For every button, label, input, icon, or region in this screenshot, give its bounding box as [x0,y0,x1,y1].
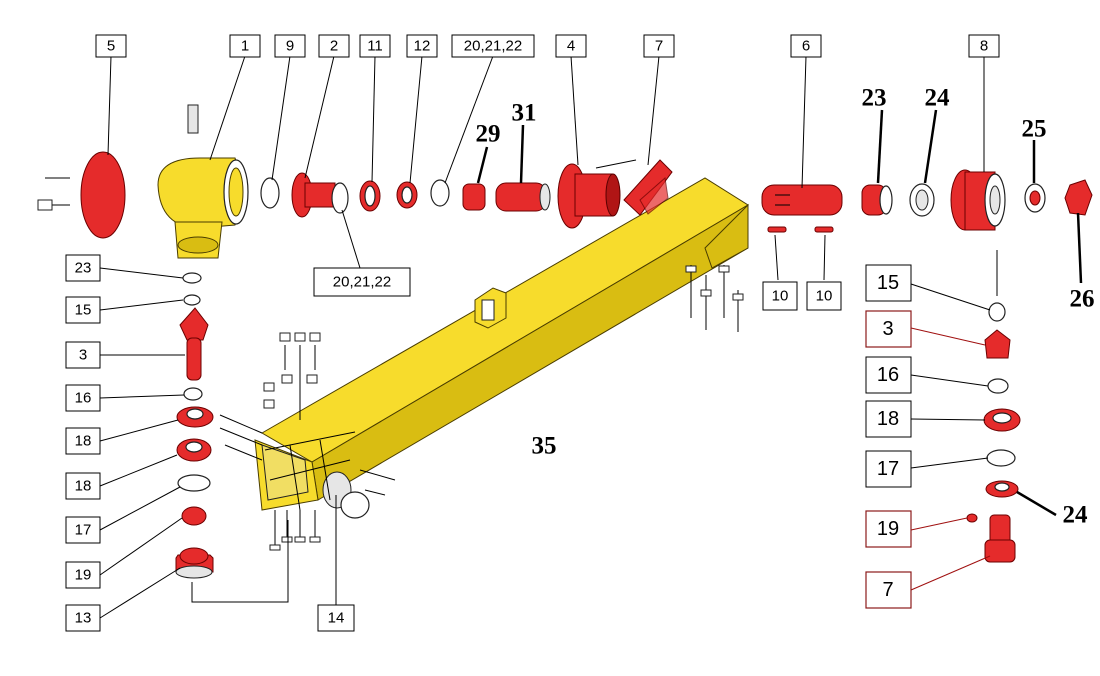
callout-8-text: 8 [980,38,988,55]
callout-3-left: 3 [65,341,101,369]
callout-14-text: 14 [328,610,345,627]
main-beam [254,177,749,519]
part-5-cover [37,151,126,239]
callout-2: 2 [318,34,350,58]
callout-15-left-text: 15 [75,302,92,319]
top-row-bearings [260,172,551,218]
bold-label-25: 25 [1022,116,1047,143]
callout-7-top-text: 7 [655,38,663,55]
callout-4-text: 4 [567,38,575,55]
callout-10-b: 10 [806,281,842,311]
callout-19-left-text: 19 [75,567,92,584]
callout-15-right: 15 [865,264,912,302]
callout-17-right: 17 [865,450,912,488]
bold-label-29: 29 [476,121,501,148]
callout-17-left: 17 [65,516,101,544]
callout-20-21-22-top: 20,21,22 [451,34,535,58]
bold-label-24-right: 24 [1063,502,1089,529]
callout-12: 12 [406,34,438,58]
callout-14: 14 [317,604,355,632]
far-end-bolts [685,265,744,332]
callout-16-right: 16 [865,356,912,394]
callout-16-left: 16 [65,384,101,412]
callout-12-text: 12 [414,38,431,55]
callout-10-a-text: 10 [772,288,789,305]
callout-15-right-text: 15 [877,272,899,294]
callout-3-right-text: 3 [882,318,893,340]
callout-15-left: 15 [65,296,101,324]
bold-label-35: 35 [532,433,557,460]
callout-10-a: 10 [762,281,798,311]
callout-7-right-text: 7 [882,579,893,601]
callout-10-b-text: 10 [816,288,833,305]
callout-19-right-text: 19 [877,518,899,540]
callout-11-text: 11 [367,38,383,55]
callout-20-21-22-top-text: 20,21,22 [464,38,522,55]
callout-20-21-22-bottom: 20,21,22 [313,267,411,297]
callout-18-right-text: 18 [877,408,899,430]
callout-19-right: 19 [865,510,912,548]
callout-18-left-b: 18 [65,472,101,500]
callout-2-text: 2 [330,38,338,55]
callout-16-right-text: 16 [877,364,899,386]
callout-4: 4 [555,34,587,58]
callout-6-text: 6 [802,38,810,55]
right-top-bearings [861,169,1093,231]
leader-lines [99,55,1083,619]
callout-19-left: 19 [65,561,101,589]
callout-8: 8 [968,34,1000,58]
left-vertical-stack [175,272,289,603]
callout-9-text: 9 [286,38,294,55]
right-vertical-stack [966,250,1021,563]
callout-13-text: 13 [75,610,92,627]
bold-label-24-top: 24 [925,85,951,112]
callout-7-top: 7 [643,34,675,58]
callout-23-left-text: 23 [75,260,92,277]
near-end-bolts [219,332,396,551]
callout-16-left-text: 16 [75,390,92,407]
part-6-shaft [761,184,843,233]
callout-1: 1 [229,34,261,58]
part-7-coupling [623,159,673,216]
callout-18-left-b-text: 18 [75,478,92,495]
callout-18-left-a-text: 18 [75,433,92,450]
callout-13: 13 [65,604,101,632]
callout-3-left-text: 3 [79,347,87,364]
callout-18-left-a: 18 [65,427,101,455]
bold-label-23: 23 [862,85,887,112]
callout-5-text: 5 [107,38,115,55]
callout-23-left: 23 [65,254,101,282]
callout-6: 6 [790,34,822,58]
callout-17-right-text: 17 [877,458,899,480]
callout-5: 5 [95,34,127,58]
callout-17-left-text: 17 [75,522,92,539]
part-4-flange [557,159,637,229]
bold-label-31: 31 [512,100,537,127]
callout-11: 11 [359,34,391,58]
callout-1-text: 1 [241,38,249,55]
callout-20-21-22-bottom-text: 20,21,22 [333,274,391,291]
callout-7-right: 7 [865,571,912,609]
part-1-gear-housing [157,104,249,259]
callout-18-right: 18 [865,400,912,438]
callout-9: 9 [274,34,306,58]
callout-3-right: 3 [865,310,912,348]
bold-label-26: 26 [1070,286,1095,313]
